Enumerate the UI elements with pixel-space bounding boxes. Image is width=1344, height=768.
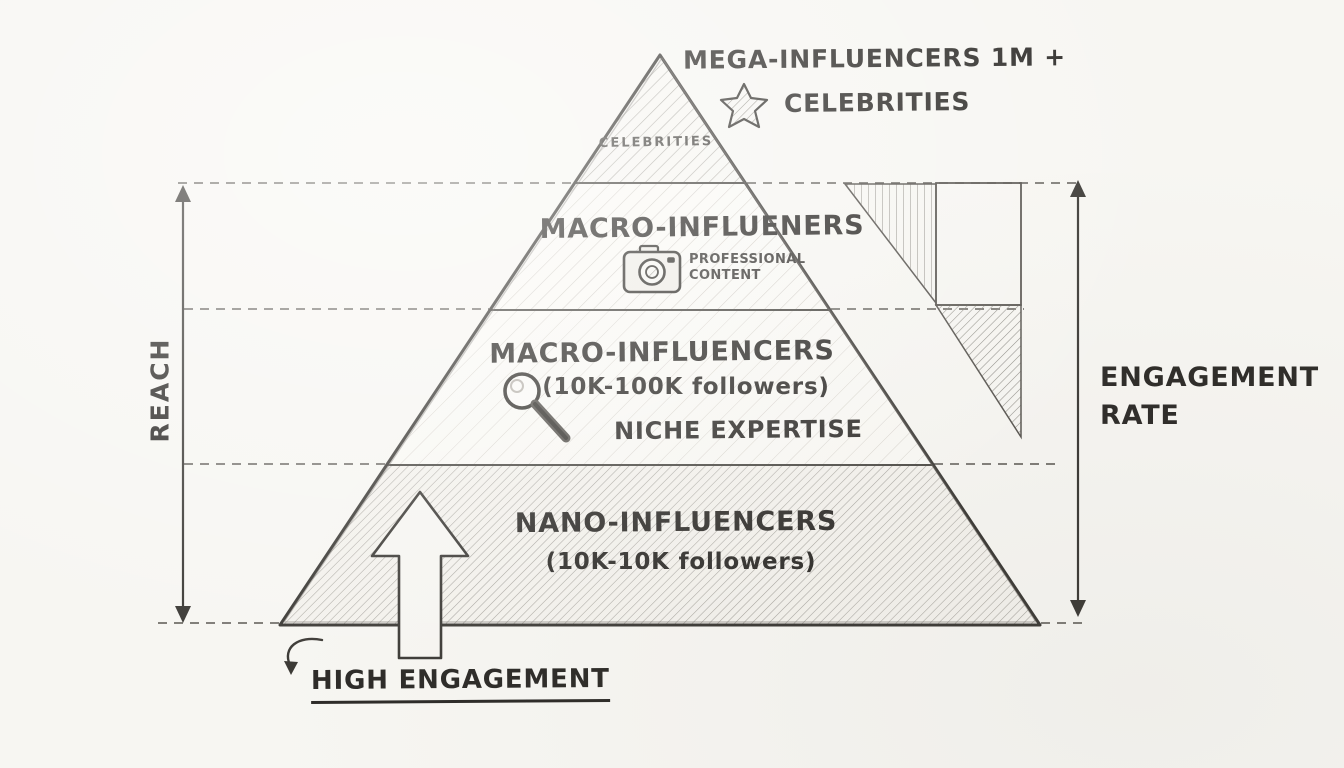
tier-celebrities-label: CELEBRITIES <box>598 134 714 151</box>
reach-axis-label: REACH <box>145 337 175 443</box>
magnifier-icon <box>503 372 571 443</box>
tier-macro-note: NICHE EXPERTISE <box>613 414 863 446</box>
tier-macro-top-subtitle-line1: PROFESSIONAL <box>689 252 806 267</box>
pyramid-tiers <box>280 55 1040 625</box>
tier-macro-top-shape <box>490 183 830 310</box>
engagement-wedge-top <box>843 183 937 306</box>
high-engagement-annotation: HIGH ENGAGEMENT <box>310 663 610 705</box>
tier-macro-top-title: MACRO-INFLUENERS <box>539 210 865 245</box>
tier-celebrities-shape <box>575 55 745 183</box>
tier-nano-subtitle: (10K-10K followers) <box>545 549 817 575</box>
star-icon <box>719 82 769 129</box>
reach-arrow <box>175 185 191 623</box>
tier-separator-lines <box>387 182 933 466</box>
engagement-rate-label-line2: RATE <box>1100 400 1180 431</box>
engagement-arrow <box>1070 180 1086 617</box>
pyramid-outline-sketch <box>283 57 1037 623</box>
celebrities-title: CELEBRITIES <box>783 87 971 118</box>
tier-macro-shape <box>387 310 933 465</box>
engagement-rate-label-line1: ENGAGEMENT <box>1100 362 1320 393</box>
tier-macro-subtitle: (10K-100K followers) <box>542 374 830 400</box>
curved-arrow-icon <box>284 637 324 675</box>
tier-macro-top-subtitle-line2: CONTENT <box>689 268 761 283</box>
tier-macro-title: MACRO-INFLUENCERS <box>489 335 835 370</box>
mega-influencers-title: MEGA-INFLUENCERS 1M + <box>682 42 1067 75</box>
pyramid-outline <box>278 53 1042 627</box>
up-arrow-icon <box>370 490 470 660</box>
engagement-wedge-bottom <box>934 304 1022 440</box>
tier-nano-shape <box>280 465 1040 625</box>
tier-nano-title: NANO-INFLUENCERS <box>514 505 838 540</box>
engagement-wedge-graphic <box>843 182 1022 440</box>
camera-icon <box>622 244 682 294</box>
